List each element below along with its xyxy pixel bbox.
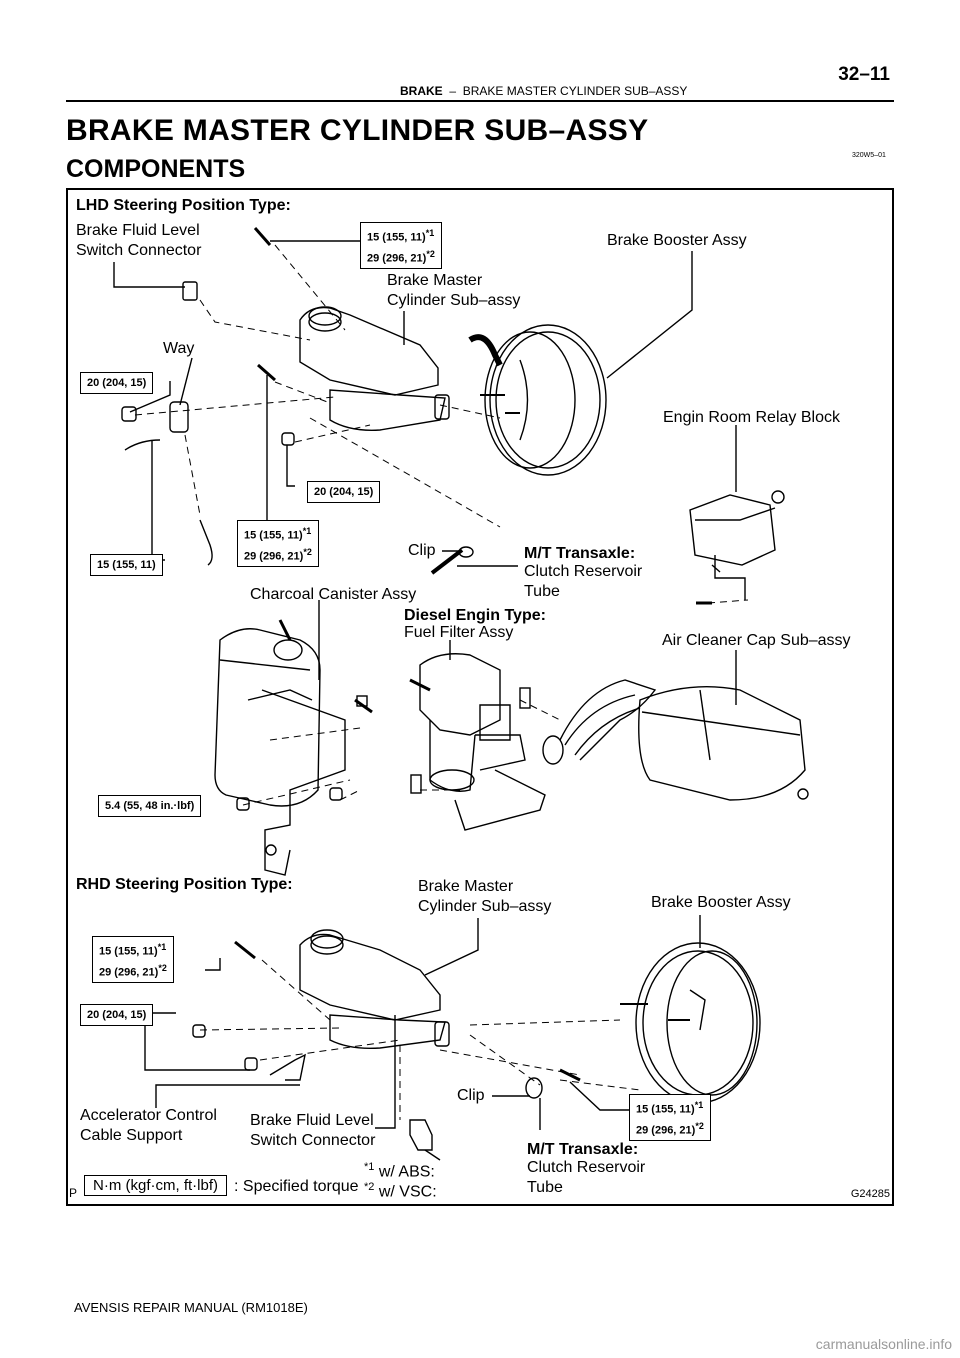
fuel-filter-label: Fuel Filter Assy [404,624,514,641]
note-abs-text: w/ ABS: [374,1163,435,1181]
accel-support-label-1: Accelerator Control [80,1107,217,1124]
figure-frame [66,188,894,1206]
lhd-torque-top: 15 (155, 11)*1 29 (296, 21)*2 [360,222,442,270]
torque-value: 15 (155, 11) [99,945,158,958]
torque-value: 29 (296, 21) [367,252,427,265]
lhd-torque-pipe: 15 (155, 11)*1 29 (296, 21)*2 [237,520,319,568]
accel-support-label-2: Cable Support [80,1127,183,1144]
rhd-fluid-switch-label-2: Switch Connector [250,1132,376,1149]
rhd-torque-b: 20 (204, 15) [80,1004,154,1026]
rhd-torque-a: 15 (155, 11)*1 29 (296, 21)*2 [92,936,174,984]
p-mark: P [69,1186,78,1200]
note-vsc-mark: *2 [364,1181,375,1193]
rhd-heading: RHD Steering Position Type: [76,876,293,893]
canister-label: Charcoal Canister Assy [250,586,417,603]
torque-value: 29 (296, 21) [636,1124,696,1137]
torque-value: 29 (296, 21) [244,550,304,563]
running-header: BRAKE – BRAKE MASTER CYLINDER SUB–ASSY [400,84,687,98]
header-topic: BRAKE MASTER CYLINDER SUB–ASSY [462,84,688,98]
rhd-torque-c: 15 (155, 11)*1 29 (296, 21)*2 [629,1094,711,1142]
rhd-clip-label: Clip [457,1087,485,1104]
torque-value: 15 (155, 11) [367,231,426,244]
torque-value: 15 (155, 11) [636,1103,695,1116]
note-vsc: *2 w/ VSC: [364,1177,437,1202]
rhd-fluid-switch-label-1: Brake Fluid Level [250,1112,374,1129]
footnote-mark: *1 [425,228,435,238]
note-abs: *1 w/ ABS: [364,1157,435,1182]
canister-torque: 5.4 (55, 48 in.·lbf) [98,795,202,817]
rhd-master-label-2: Cylinder Sub–assy [418,898,552,915]
document-code: 320W5–01 [852,152,886,159]
lhd-heading: LHD Steering Position Type: [76,197,291,214]
torque-value: 15 (155, 11) [244,529,303,542]
section-title: COMPONENTS [66,155,246,183]
page-number: 32–11 [838,64,890,85]
footnote-mark: *1 [302,526,312,536]
lhd-fluid-switch-label-1: Brake Fluid Level [76,222,200,239]
way-label: Way [163,340,195,357]
note-vsc-text: w/ VSC: [374,1183,437,1201]
note-abs-mark: *1 [364,1161,375,1173]
lhd-torque-left: 20 (204, 15) [80,372,154,394]
footnote-mark: *2 [695,1120,704,1131]
rhd-mt-label-2: Tube [527,1179,563,1196]
lhd-clip-label: Clip [408,542,436,559]
lhd-master-label-2: Cylinder Sub–assy [387,292,521,309]
footnote-mark: *2 [158,962,167,973]
rhd-master-label-1: Brake Master [418,878,514,895]
lhd-master-label-1: Brake Master [387,272,483,289]
footnote-mark: *2 [303,546,312,557]
lhd-booster-label: Brake Booster Assy [607,232,747,249]
lhd-fluid-switch-label-2: Switch Connector [76,242,202,259]
header-dash: – [449,84,457,98]
lhd-torque-15: 15 (155, 11) [90,554,163,576]
torque-value: 29 (296, 21) [99,966,159,979]
diesel-heading: Diesel Engin Type: [404,607,546,624]
header-rule [66,100,894,102]
footnote-mark: *1 [694,1100,704,1110]
lhd-mt-label-1: Clutch Reservoir [524,563,643,580]
footnote-mark: *1 [157,942,167,952]
torque-unit-legend: N·m (kgf·cm, ft·lbf) [84,1175,227,1196]
page-title: BRAKE MASTER CYLINDER SUB–ASSY [66,114,649,147]
relay-block-label: Engin Room Relay Block [663,409,840,426]
torque-legend-text: : Specified torque [234,1178,359,1195]
lhd-mt-heading: M/T Transaxle: [524,545,636,562]
manual-footer: AVENSIS REPAIR MANUAL (RM1018E) [74,1300,308,1315]
air-cleaner-label: Air Cleaner Cap Sub–assy [662,632,851,649]
lhd-mt-label-2: Tube [524,583,560,600]
rhd-mt-heading: M/T Transaxle: [527,1141,639,1158]
rhd-mt-label-1: Clutch Reservoir [527,1159,646,1176]
watermark: carmanualsonline.info [815,1336,952,1352]
lhd-torque-mid: 20 (204, 15) [307,481,381,503]
header-section: BRAKE [400,84,443,98]
rhd-booster-label: Brake Booster Assy [651,894,791,911]
footnote-mark: *2 [426,248,435,259]
figure-code: G24285 [850,1188,890,1200]
